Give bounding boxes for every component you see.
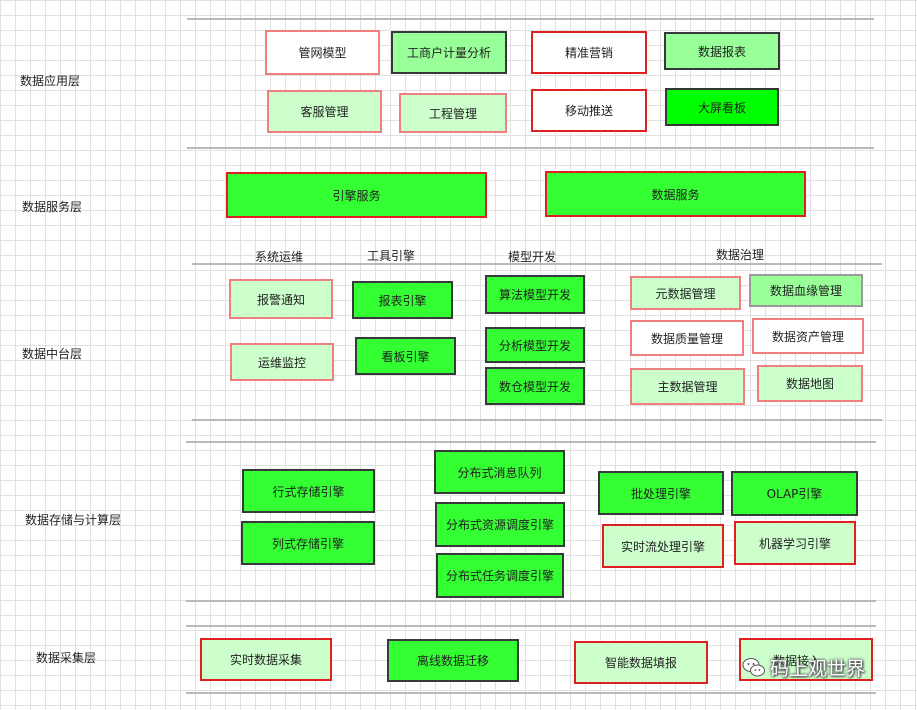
layer-label-storage: 数据存储与计算层 (25, 513, 122, 527)
group-label-ops: 系统运维 (255, 250, 304, 264)
platform-box-ops-monitor: 运维监控 (230, 343, 334, 381)
separator-line (187, 18, 874, 20)
storage-box-message-queue: 分布式消息队列 (434, 450, 565, 494)
wechat-icon (742, 657, 765, 676)
platform-box-dashboard-engine: 看板引擎 (355, 337, 456, 375)
app-box-precision-marketing: 精准营销 (531, 31, 647, 74)
collect-box-offline-migration: 离线数据迁移 (387, 639, 519, 682)
group-label-model-dev: 模型开发 (508, 250, 557, 264)
service-box-engine: 引擎服务 (226, 172, 487, 218)
storage-box-olap-engine: OLAP引擎 (731, 471, 858, 516)
group-label-tool-engine: 工具引擎 (367, 249, 416, 263)
platform-box-asset: 数据资产管理 (752, 318, 864, 354)
separator-line (187, 147, 874, 149)
collect-box-smart-fill: 智能数据填报 (574, 641, 708, 684)
app-box-data-report: 数据报表 (664, 32, 780, 70)
layer-label-collect: 数据采集层 (36, 651, 97, 665)
storage-box-batch-engine: 批处理引擎 (598, 471, 724, 515)
storage-box-resource-scheduler: 分布式资源调度引擎 (435, 502, 565, 547)
group-label-governance: 数据治理 (716, 248, 765, 262)
app-box-customer-service: 客服管理 (267, 90, 382, 133)
platform-box-alarm: 报警通知 (229, 279, 333, 319)
app-box-mobile-push: 移动推送 (531, 89, 647, 132)
app-box-big-screen: 大屏看板 (665, 88, 779, 126)
separator-line (186, 600, 876, 602)
service-box-data: 数据服务 (545, 171, 806, 217)
watermark-text: 码上观世界 (770, 658, 866, 680)
separator-line (192, 419, 882, 421)
platform-box-master-data: 主数据管理 (630, 368, 745, 405)
collect-box-data-access-label: 数据接入 (773, 654, 822, 668)
platform-box-report-engine: 报表引擎 (352, 281, 453, 319)
app-box-metering-analysis: 工商户计量分析 (391, 31, 507, 74)
layer-label-platform: 数据中台层 (22, 347, 83, 361)
app-box-pipe-network-model: 管网模型 (265, 30, 380, 75)
collect-box-realtime: 实时数据采集 (200, 638, 332, 681)
separator-line (186, 625, 876, 627)
platform-box-quality: 数据质量管理 (630, 320, 744, 356)
storage-box-ml-engine: 机器学习引擎 (734, 521, 856, 565)
separator-line (192, 263, 882, 265)
platform-box-metadata: 元数据管理 (630, 276, 741, 310)
separator-line (186, 692, 876, 694)
platform-box-algorithm-model: 算法模型开发 (485, 275, 585, 314)
layer-label-app: 数据应用层 (20, 74, 81, 88)
platform-box-analysis-model: 分析模型开发 (485, 327, 585, 363)
separator-line (186, 441, 876, 443)
storage-box-stream-engine: 实时流处理引擎 (602, 524, 724, 568)
storage-box-column-store: 列式存储引擎 (241, 521, 375, 565)
platform-box-data-map: 数据地图 (757, 365, 863, 402)
storage-box-task-scheduler: 分布式任务调度引擎 (436, 553, 564, 598)
watermark: 码上观世界 (742, 654, 865, 681)
layer-label-service: 数据服务层 (22, 200, 83, 214)
storage-box-row-store: 行式存储引擎 (242, 469, 375, 513)
platform-box-lineage: 数据血缘管理 (749, 274, 863, 307)
app-box-engineering: 工程管理 (399, 93, 507, 133)
platform-box-warehouse-model: 数仓模型开发 (485, 367, 585, 405)
